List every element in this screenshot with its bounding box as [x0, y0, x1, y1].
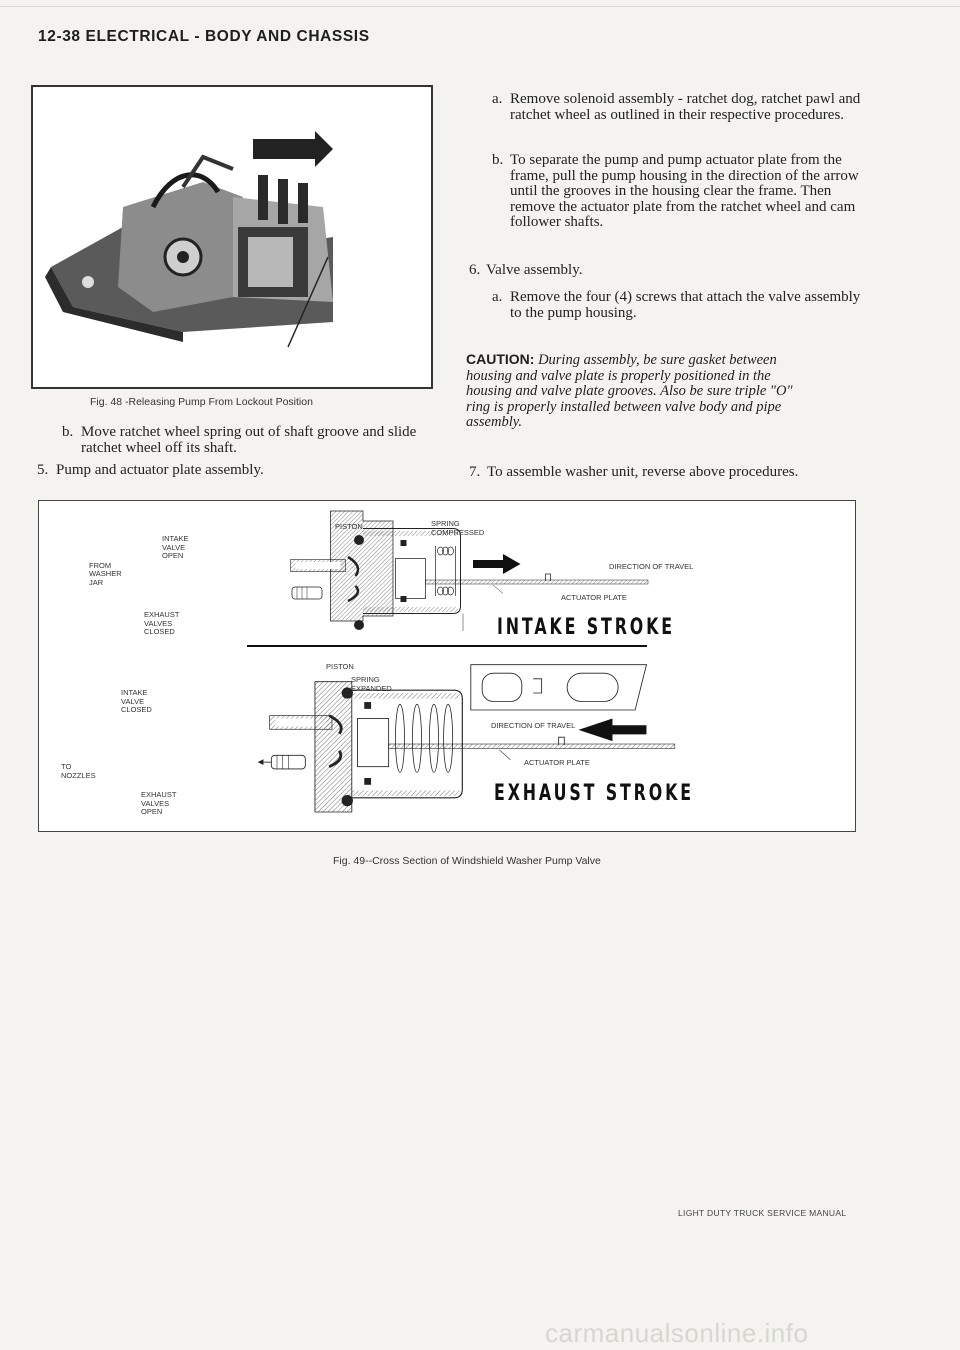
item-6a-label: a.: [492, 289, 503, 305]
intake-stroke-title: INTAKE STROKE: [497, 615, 676, 640]
item-6-label: 6.: [469, 262, 481, 278]
fig49-diagram: PISTON SPRING COMPRESSED INTAKE VALVE OP…: [38, 500, 856, 832]
item-5-label: 5.: [37, 462, 49, 478]
item-b-label: b.: [62, 424, 74, 440]
caution-note: CAUTION: During assembly, be sure gasket…: [466, 351, 816, 431]
exhaust-spring-label: SPRING EXPANDED: [351, 675, 392, 693]
footer: LIGHT DUTY TRUCK SERVICE MANUAL: [678, 1208, 847, 1218]
item-6-text: Valve assembly.: [486, 262, 583, 278]
intake-actuator-label: ACTUATOR PLATE: [561, 592, 627, 602]
fig49-caption: Fig. 49--Cross Section of Windshield Was…: [333, 855, 601, 867]
from-washer-label: FROM WASHER JAR: [89, 560, 122, 587]
intake-spring-label: SPRING COMPRESSED: [431, 519, 485, 537]
caution-heading: CAUTION:: [466, 351, 535, 367]
pump-cross-section-illustration: [247, 510, 649, 647]
page-header: 12-38 ELECTRICAL - BODY AND CHASSIS: [38, 28, 370, 45]
intake-direction-label: DIRECTION OF TRAVEL: [609, 561, 694, 571]
exhaust-panel: [38, 500, 854, 830]
fig48-photo: [31, 85, 433, 389]
exhaust-direction-label: DIRECTION OF TRAVEL: [491, 721, 576, 730]
fig48-caption: Fig. 48 -Releasing Pump From Lockout Pos…: [90, 396, 313, 408]
item-7-text: To assemble washer unit, reverse above p…: [487, 464, 799, 480]
item-6a-text: Remove the four (4) screws that attach t…: [510, 289, 861, 321]
item-rb-label: b.: [492, 152, 504, 168]
exhaust-valves-label: EXHAUST VALVES OPEN: [141, 790, 177, 816]
exhaust-piston-label: PISTON: [326, 662, 354, 671]
item-b-text: Move ratchet wheel spring out of shaft g…: [81, 424, 417, 456]
caution-text: During assembly, be sure gasket between …: [466, 352, 793, 430]
pump-photo-illustration: [33, 87, 431, 387]
page-top-rule: [0, 6, 960, 7]
to-nozzles-label: TO NOZZLES: [61, 762, 96, 780]
item-a-text: Remove solenoid assembly - ratchet dog, …: [510, 91, 861, 123]
exhaust-stroke-drawing: [38, 500, 854, 830]
exhaust-valve-label: INTAKE VALVE CLOSED: [121, 688, 152, 714]
item-7-label: 7.: [469, 464, 481, 480]
item-5-text: Pump and actuator plate assembly.: [56, 462, 264, 478]
item-rb-text: To separate the pump and pump actuator p…: [510, 152, 859, 230]
exhaust-stroke-svg: [257, 664, 676, 813]
item-a-label: a.: [492, 91, 503, 107]
intake-piston-label: PISTON: [335, 521, 363, 531]
intake-exhaust-label: EXHAUST VALVES CLOSED: [144, 610, 180, 636]
exhaust-actuator-label: ACTUATOR PLATE: [524, 758, 590, 767]
intake-valve-label: INTAKE VALVE OPEN: [162, 534, 189, 560]
watermark: carmanualsonline.info: [545, 1318, 809, 1348]
exhaust-stroke-title: EXHAUST STROKE: [494, 781, 694, 806]
